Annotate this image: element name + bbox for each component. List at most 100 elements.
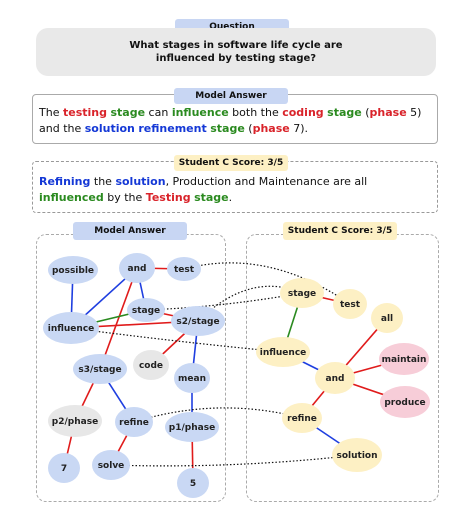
model-answer-segment: stage bbox=[210, 122, 245, 135]
node-p1phase: p1/phase bbox=[165, 412, 219, 442]
node-label: s3/stage bbox=[78, 365, 121, 375]
model-answer-segment: 7). bbox=[289, 122, 309, 135]
node-label: solve bbox=[98, 461, 125, 471]
model-answer-segment: solution bbox=[84, 122, 135, 135]
node-r_maintain: maintain bbox=[379, 343, 429, 375]
model-answer-segment: influence bbox=[171, 106, 229, 119]
question-text: What stages in software life cycle are i… bbox=[129, 40, 343, 64]
node-shape bbox=[256, 337, 310, 367]
node-shape bbox=[333, 289, 367, 319]
node-shape bbox=[48, 453, 80, 483]
student-answer-segment: , Production and Maintenance are all bbox=[165, 175, 368, 188]
node-shape bbox=[315, 362, 355, 394]
node-s2stage: s2/stage bbox=[171, 306, 225, 336]
node-label: influence bbox=[260, 348, 307, 358]
node-label: refine bbox=[287, 414, 317, 424]
node-r_solution: solution bbox=[332, 438, 382, 472]
student-score-tag: Student C Score: 3/5 bbox=[174, 155, 288, 171]
node-shape bbox=[379, 343, 429, 375]
node-shape bbox=[167, 257, 201, 281]
node-label: code bbox=[139, 361, 163, 371]
right-panel-tag: Student C Score: 3/5 bbox=[283, 222, 397, 240]
node-label: maintain bbox=[382, 355, 427, 365]
node-shape bbox=[371, 303, 403, 333]
student-answer-segment: Refining bbox=[39, 175, 91, 188]
model-answer-segment: 5) and the bbox=[39, 106, 422, 135]
edge-and-s3stage bbox=[99, 267, 138, 370]
node-label: and bbox=[128, 264, 147, 274]
model-answer-tag: Model Answer bbox=[174, 88, 288, 104]
student-answer-segment: Testing bbox=[145, 191, 191, 204]
node-label: stage bbox=[132, 306, 160, 316]
node-label: stage bbox=[288, 289, 316, 299]
model-answer-segment: refinement bbox=[138, 122, 207, 135]
node-shape bbox=[48, 405, 102, 437]
node-label: 5 bbox=[190, 479, 196, 489]
node-shape bbox=[92, 450, 130, 480]
node-r_stage: stage bbox=[280, 278, 324, 308]
model-answer-segment: stage bbox=[327, 106, 362, 119]
model-answer-segment: stage bbox=[110, 106, 146, 119]
model-answer-segment: can bbox=[145, 106, 172, 119]
left-panel-tag: Model Answer bbox=[73, 222, 187, 240]
node-possible: possible bbox=[48, 256, 98, 284]
node-label: refine bbox=[119, 418, 149, 428]
node-label: possible bbox=[52, 266, 94, 276]
node-stage: stage bbox=[127, 298, 165, 322]
node-influence: influence bbox=[43, 312, 99, 344]
node-shape bbox=[177, 468, 209, 498]
node-r_influence: influence bbox=[256, 337, 310, 367]
student-answer-segment: the bbox=[90, 175, 116, 188]
node-label: solution bbox=[336, 451, 377, 461]
node-label: s2/stage bbox=[176, 317, 219, 327]
model-answer-segment: both the bbox=[228, 106, 283, 119]
node-shape bbox=[282, 403, 322, 433]
node-label: p2/phase bbox=[52, 417, 98, 427]
student-answer-segment: stage bbox=[194, 191, 229, 204]
student-answer-text: Refining the solution, Production and Ma… bbox=[39, 174, 431, 206]
model-answer-box: The testing stage can influence both the… bbox=[32, 94, 438, 144]
node-solve: solve bbox=[92, 450, 130, 480]
student-answer-segment: by the bbox=[103, 191, 146, 204]
node-label: and bbox=[326, 374, 345, 384]
student-answer-segment: influenced bbox=[39, 191, 104, 204]
model-answer-segment: ( bbox=[361, 106, 370, 119]
node-shape bbox=[119, 253, 155, 283]
node-shape bbox=[73, 354, 127, 384]
node-label: 7 bbox=[61, 464, 67, 474]
alignment-link-solve-r_solution bbox=[110, 454, 358, 467]
node-shape bbox=[165, 412, 219, 442]
node-code: code bbox=[133, 350, 169, 380]
node-refine: refine bbox=[115, 407, 153, 437]
node-shape bbox=[380, 386, 430, 418]
model-answer-text: The testing stage can influence both the… bbox=[39, 105, 431, 137]
model-answer-segment: ( bbox=[244, 122, 253, 135]
node-label: test bbox=[340, 300, 361, 310]
student-answer-segment: solution bbox=[115, 175, 166, 188]
node-r_produce: produce bbox=[380, 386, 430, 418]
node-label: test bbox=[174, 265, 195, 275]
node-test: test bbox=[167, 257, 201, 281]
student-answer-segment: . bbox=[228, 191, 233, 204]
model-answer-segment: phase bbox=[369, 106, 407, 119]
node-label: all bbox=[381, 314, 393, 324]
node-shape bbox=[133, 350, 169, 380]
node-p2phase: p2/phase bbox=[48, 405, 102, 437]
node-r_all: all bbox=[371, 303, 403, 333]
node-shape bbox=[332, 438, 382, 472]
node-shape bbox=[48, 256, 98, 284]
node-shape bbox=[174, 363, 210, 393]
node-shape bbox=[171, 306, 225, 336]
node-label: mean bbox=[178, 374, 206, 384]
node-shape bbox=[43, 312, 99, 344]
node-r_test: test bbox=[333, 289, 367, 319]
alignment-link-refine-r_refine bbox=[133, 407, 303, 423]
node-shape bbox=[280, 278, 324, 308]
model-answer-segment: phase bbox=[252, 122, 290, 135]
alignment-link-stage-r_stage bbox=[145, 292, 303, 311]
node-label: produce bbox=[384, 398, 425, 408]
node-5: 5 bbox=[177, 468, 209, 498]
model-answer-segment: coding bbox=[282, 106, 324, 119]
question-box: What stages in software life cycle are i… bbox=[36, 28, 436, 76]
